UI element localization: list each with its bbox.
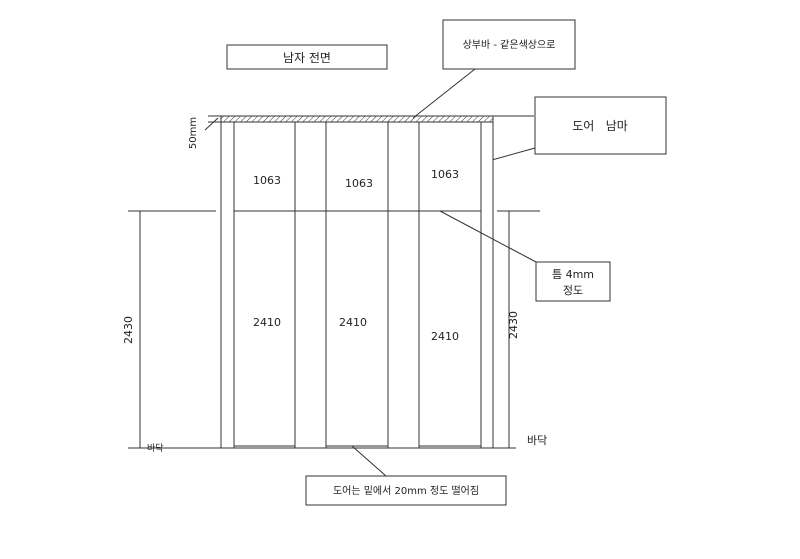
left-dim-label: 2430: [122, 316, 135, 344]
door-panel-3: [418, 121, 482, 447]
upper-panel-2-label: 1063: [345, 177, 373, 190]
top-bar-dim-arrow: [204, 117, 219, 131]
floor-label-right: 바닥: [527, 434, 547, 447]
top-bar-dim-label: 50mm: [188, 117, 199, 149]
left-post: [220, 121, 235, 449]
door-panel-1: [233, 121, 296, 447]
bottom-note-label: 도어는 밑에서 20mm 정도 떨어짐: [333, 485, 479, 497]
divider-post-1: [294, 121, 327, 449]
title-box: [226, 44, 388, 70]
gap-note-leader: [439, 210, 537, 263]
top-bar: [220, 115, 494, 123]
gap-note-line2: 정도: [563, 284, 583, 297]
right-dim-label: 2430: [507, 311, 520, 339]
bottom-note-box: [305, 475, 507, 506]
top-bar-note-box: [442, 19, 576, 70]
floor-label-left: 바닥: [147, 443, 164, 454]
gap-note-line1: 틈 4mm: [552, 268, 594, 281]
top-bar-note-label: 상부바 - 같은색상으로: [463, 39, 556, 51]
lower-panel-3-label: 2410: [431, 330, 459, 343]
bottom-note-leader: [351, 445, 387, 477]
door-note-label: 도어 남마: [572, 119, 628, 133]
door-panel-2: [325, 121, 389, 447]
lower-panel-2-label: 2410: [339, 316, 367, 329]
divider-post-2: [387, 121, 420, 449]
upper-panel-1-label: 1063: [253, 174, 281, 187]
lower-panel-1-label: 2410: [253, 316, 281, 329]
gap-note-box: [535, 261, 611, 302]
upper-panel-3-label: 1063: [431, 168, 459, 181]
title-label: 남자 전면: [283, 51, 331, 65]
door-note-box: [534, 96, 667, 155]
top-bar-leader: [412, 68, 476, 119]
right-post: [480, 121, 494, 449]
